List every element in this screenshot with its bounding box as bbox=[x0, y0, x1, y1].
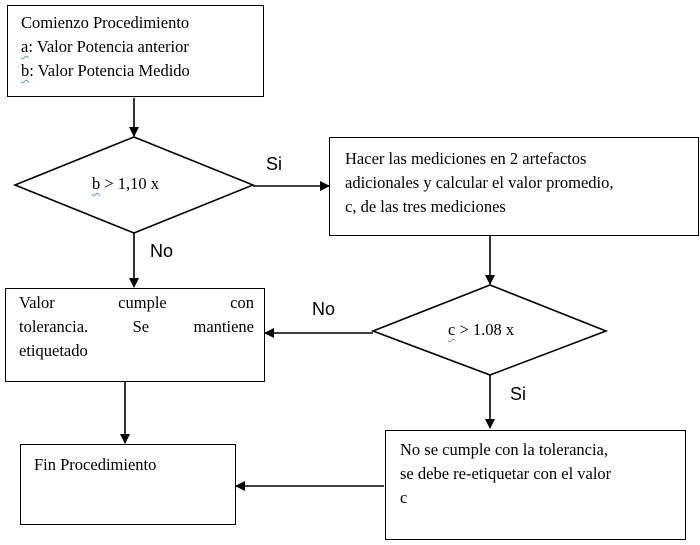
end-box: Fin Procedimiento bbox=[20, 444, 236, 525]
tolerance-ok-line-1: Valor cumple con bbox=[19, 293, 254, 312]
start-variable-b: b: Valor Potencia Medido bbox=[21, 61, 190, 80]
label-si-decision1: Si bbox=[266, 154, 283, 174]
tolerance-ok-line-3: etiquetado bbox=[19, 341, 88, 360]
measure-box: Hacer las mediciones en 2 artefactos adi… bbox=[329, 137, 699, 236]
decision1-condition: b > 1,10 x bbox=[92, 174, 160, 193]
tolerance-ok-line-2: tolerancia. Se mantiene bbox=[19, 317, 254, 336]
measure-line-3: c, de las tres mediciones bbox=[345, 197, 506, 216]
measure-line-2: adicionales y calcular el valor promedio… bbox=[345, 173, 614, 192]
label-si-decision2: Si bbox=[510, 384, 527, 404]
start-title: Comienzo Procedimiento bbox=[21, 13, 190, 32]
decision2-condition: c > 1.08 x bbox=[448, 320, 515, 339]
start-variable-a: a: Valor Potencia anterior bbox=[21, 37, 189, 56]
start-box: Comienzo Procedimiento a: Valor Potencia… bbox=[7, 5, 264, 97]
tolerance-fail-line-3: c bbox=[400, 488, 408, 507]
label-no-decision1: No bbox=[150, 241, 174, 261]
tolerance-fail-box: No se cumple con la tolerancia, se debe … bbox=[385, 430, 686, 540]
decision-diamond-2 bbox=[370, 284, 609, 376]
decision-diamond-1 bbox=[12, 136, 256, 234]
label-no-decision2: No bbox=[312, 299, 336, 319]
tolerance-fail-line-1: No se cumple con la tolerancia, bbox=[400, 440, 608, 459]
end-title: Fin Procedimiento bbox=[34, 455, 157, 474]
measure-line-1: Hacer las mediciones en 2 artefactos bbox=[345, 149, 587, 168]
tolerance-fail-line-2: se debe re-etiquetar con el valor bbox=[400, 464, 612, 483]
tolerance-ok-box: Valor cumple con tolerancia. Se mantiene… bbox=[5, 288, 265, 382]
